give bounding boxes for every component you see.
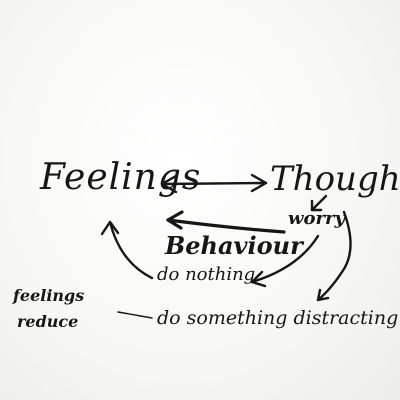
node-do-nothing: do nothing [157,264,256,285]
line-distracting-to-reduce [117,311,153,319]
arrowhead-thoughts-to-worry [310,199,323,212]
arrow-thoughts-to-worry [310,194,328,212]
arrow-do-nothing-to-feelings [108,220,154,280]
arrowhead-thoughts-end [250,173,268,193]
arrow-worry-to-feelings [166,218,286,234]
node-feelings-reduce-line2: reduce [17,312,79,331]
arrow-thoughts-to-do-something [316,210,352,302]
arrowhead-worry-to-feelings [166,210,184,230]
arrow-worry-to-do-nothing [250,234,320,284]
arrowhead-feelings-end [160,174,178,194]
node-do-something-distracting: do something distracting [157,307,399,329]
arrowhead-thoughts-to-do-something [316,288,330,302]
node-worry: worry [288,208,345,229]
node-feelings-reduce-line1: feelings [13,286,85,305]
node-thoughts: Thoughts [270,159,400,199]
arrowhead-worry-to-do-nothing [250,270,267,288]
node-feelings: Feelings [40,157,202,198]
node-behaviour: Behaviour [165,231,303,260]
arrow-feelings-thoughts [160,181,268,186]
arrowhead-do-nothing-to-feelings [100,220,120,236]
